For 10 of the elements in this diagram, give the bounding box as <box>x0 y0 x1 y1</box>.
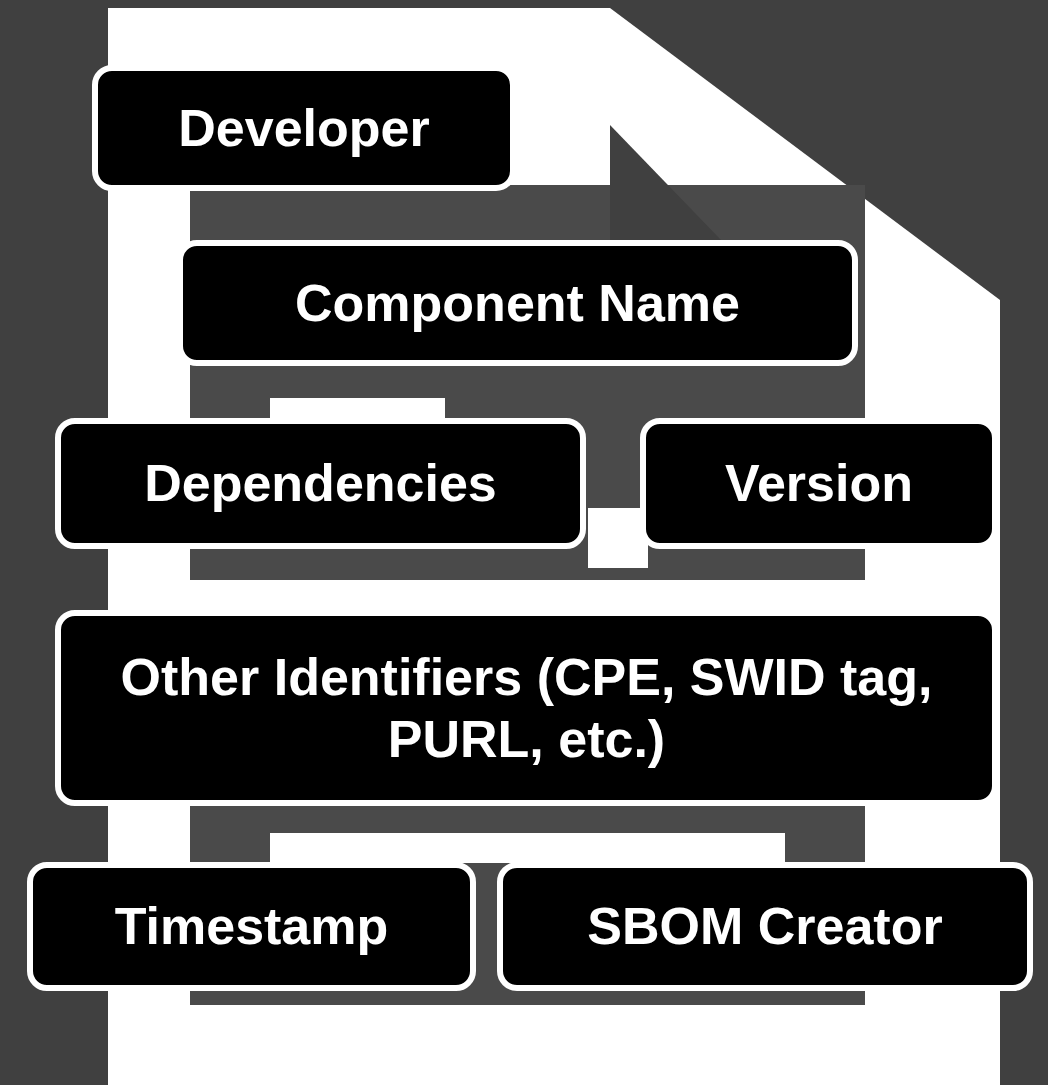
box-text: Version <box>725 453 913 515</box>
label-box <box>55 418 586 549</box>
box-text: Other Identifiers (CPE, SWID tag, PURL, etc.) <box>119 646 934 770</box>
label-box <box>27 862 476 991</box>
label-box <box>497 862 1033 991</box>
box-text: Timestamp <box>114 896 389 958</box>
box-text: Component Name <box>295 272 740 334</box>
box-text: Dependencies <box>144 453 497 515</box>
box-text: Developer <box>178 97 430 159</box>
box-text: SBOM Creator <box>587 896 943 958</box>
